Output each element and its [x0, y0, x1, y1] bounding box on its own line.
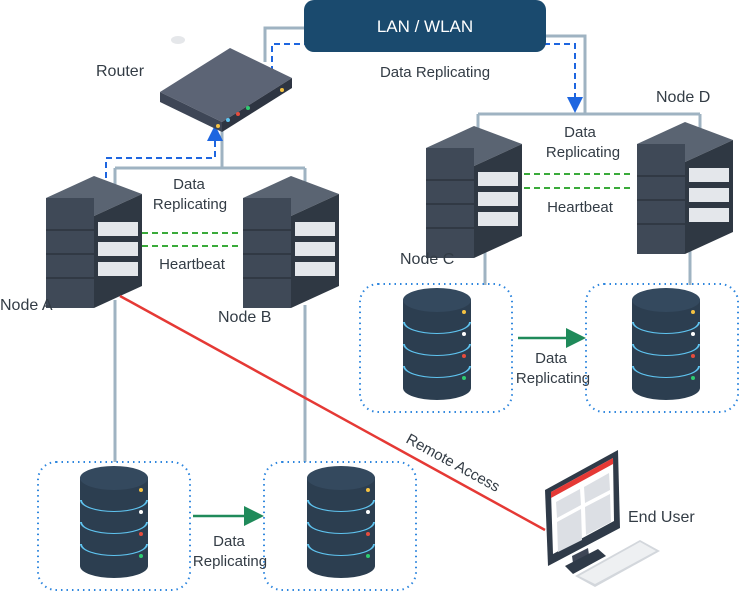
node-a-label: Node A — [0, 297, 53, 314]
db-panel-a — [37, 461, 191, 591]
router-label: Router — [96, 63, 145, 80]
router-device — [160, 36, 292, 132]
node-c-label: Node C — [400, 251, 454, 268]
lan-replication-label: Data Replicating — [380, 64, 490, 81]
ab-replication-label-2: Replicating — [153, 196, 227, 213]
lan-wlan-box: LAN / WLAN — [304, 0, 546, 52]
db-panel-b — [263, 461, 417, 591]
end-user-label: End User — [628, 509, 695, 526]
db-right-replication-label-2: Replicating — [516, 370, 590, 387]
node-a-server — [45, 175, 143, 309]
db-panel-d — [585, 283, 739, 413]
ab-heartbeat-label: Heartbeat — [159, 256, 226, 273]
remote-access-label: Remote Access — [403, 431, 503, 496]
node-d-label: Node D — [656, 89, 710, 106]
remote-access-line — [119, 294, 546, 532]
node-b-server — [242, 175, 340, 309]
db-left-replication-label-2: Replicating — [193, 553, 267, 570]
db-left-replication-label-1: Data — [213, 533, 245, 550]
db-right-replication-label-1: Data — [535, 350, 567, 367]
node-c-server — [425, 125, 523, 259]
ab-replication-label-1: Data — [173, 176, 205, 193]
ab-heartbeat-lines — [142, 232, 240, 247]
end-user-computer — [545, 450, 660, 587]
node-b-label: Node B — [218, 309, 271, 326]
lan-route-dashed — [105, 43, 583, 188]
db-panel-c — [359, 283, 513, 413]
cd-heartbeat-lines — [524, 173, 634, 189]
cd-heartbeat-label: Heartbeat — [547, 199, 614, 216]
cd-replication-label-2: Replicating — [546, 144, 620, 161]
lan-wlan-label: LAN / WLAN — [377, 17, 473, 36]
cd-replication-label-1: Data — [564, 124, 596, 141]
node-d-server — [636, 121, 734, 255]
